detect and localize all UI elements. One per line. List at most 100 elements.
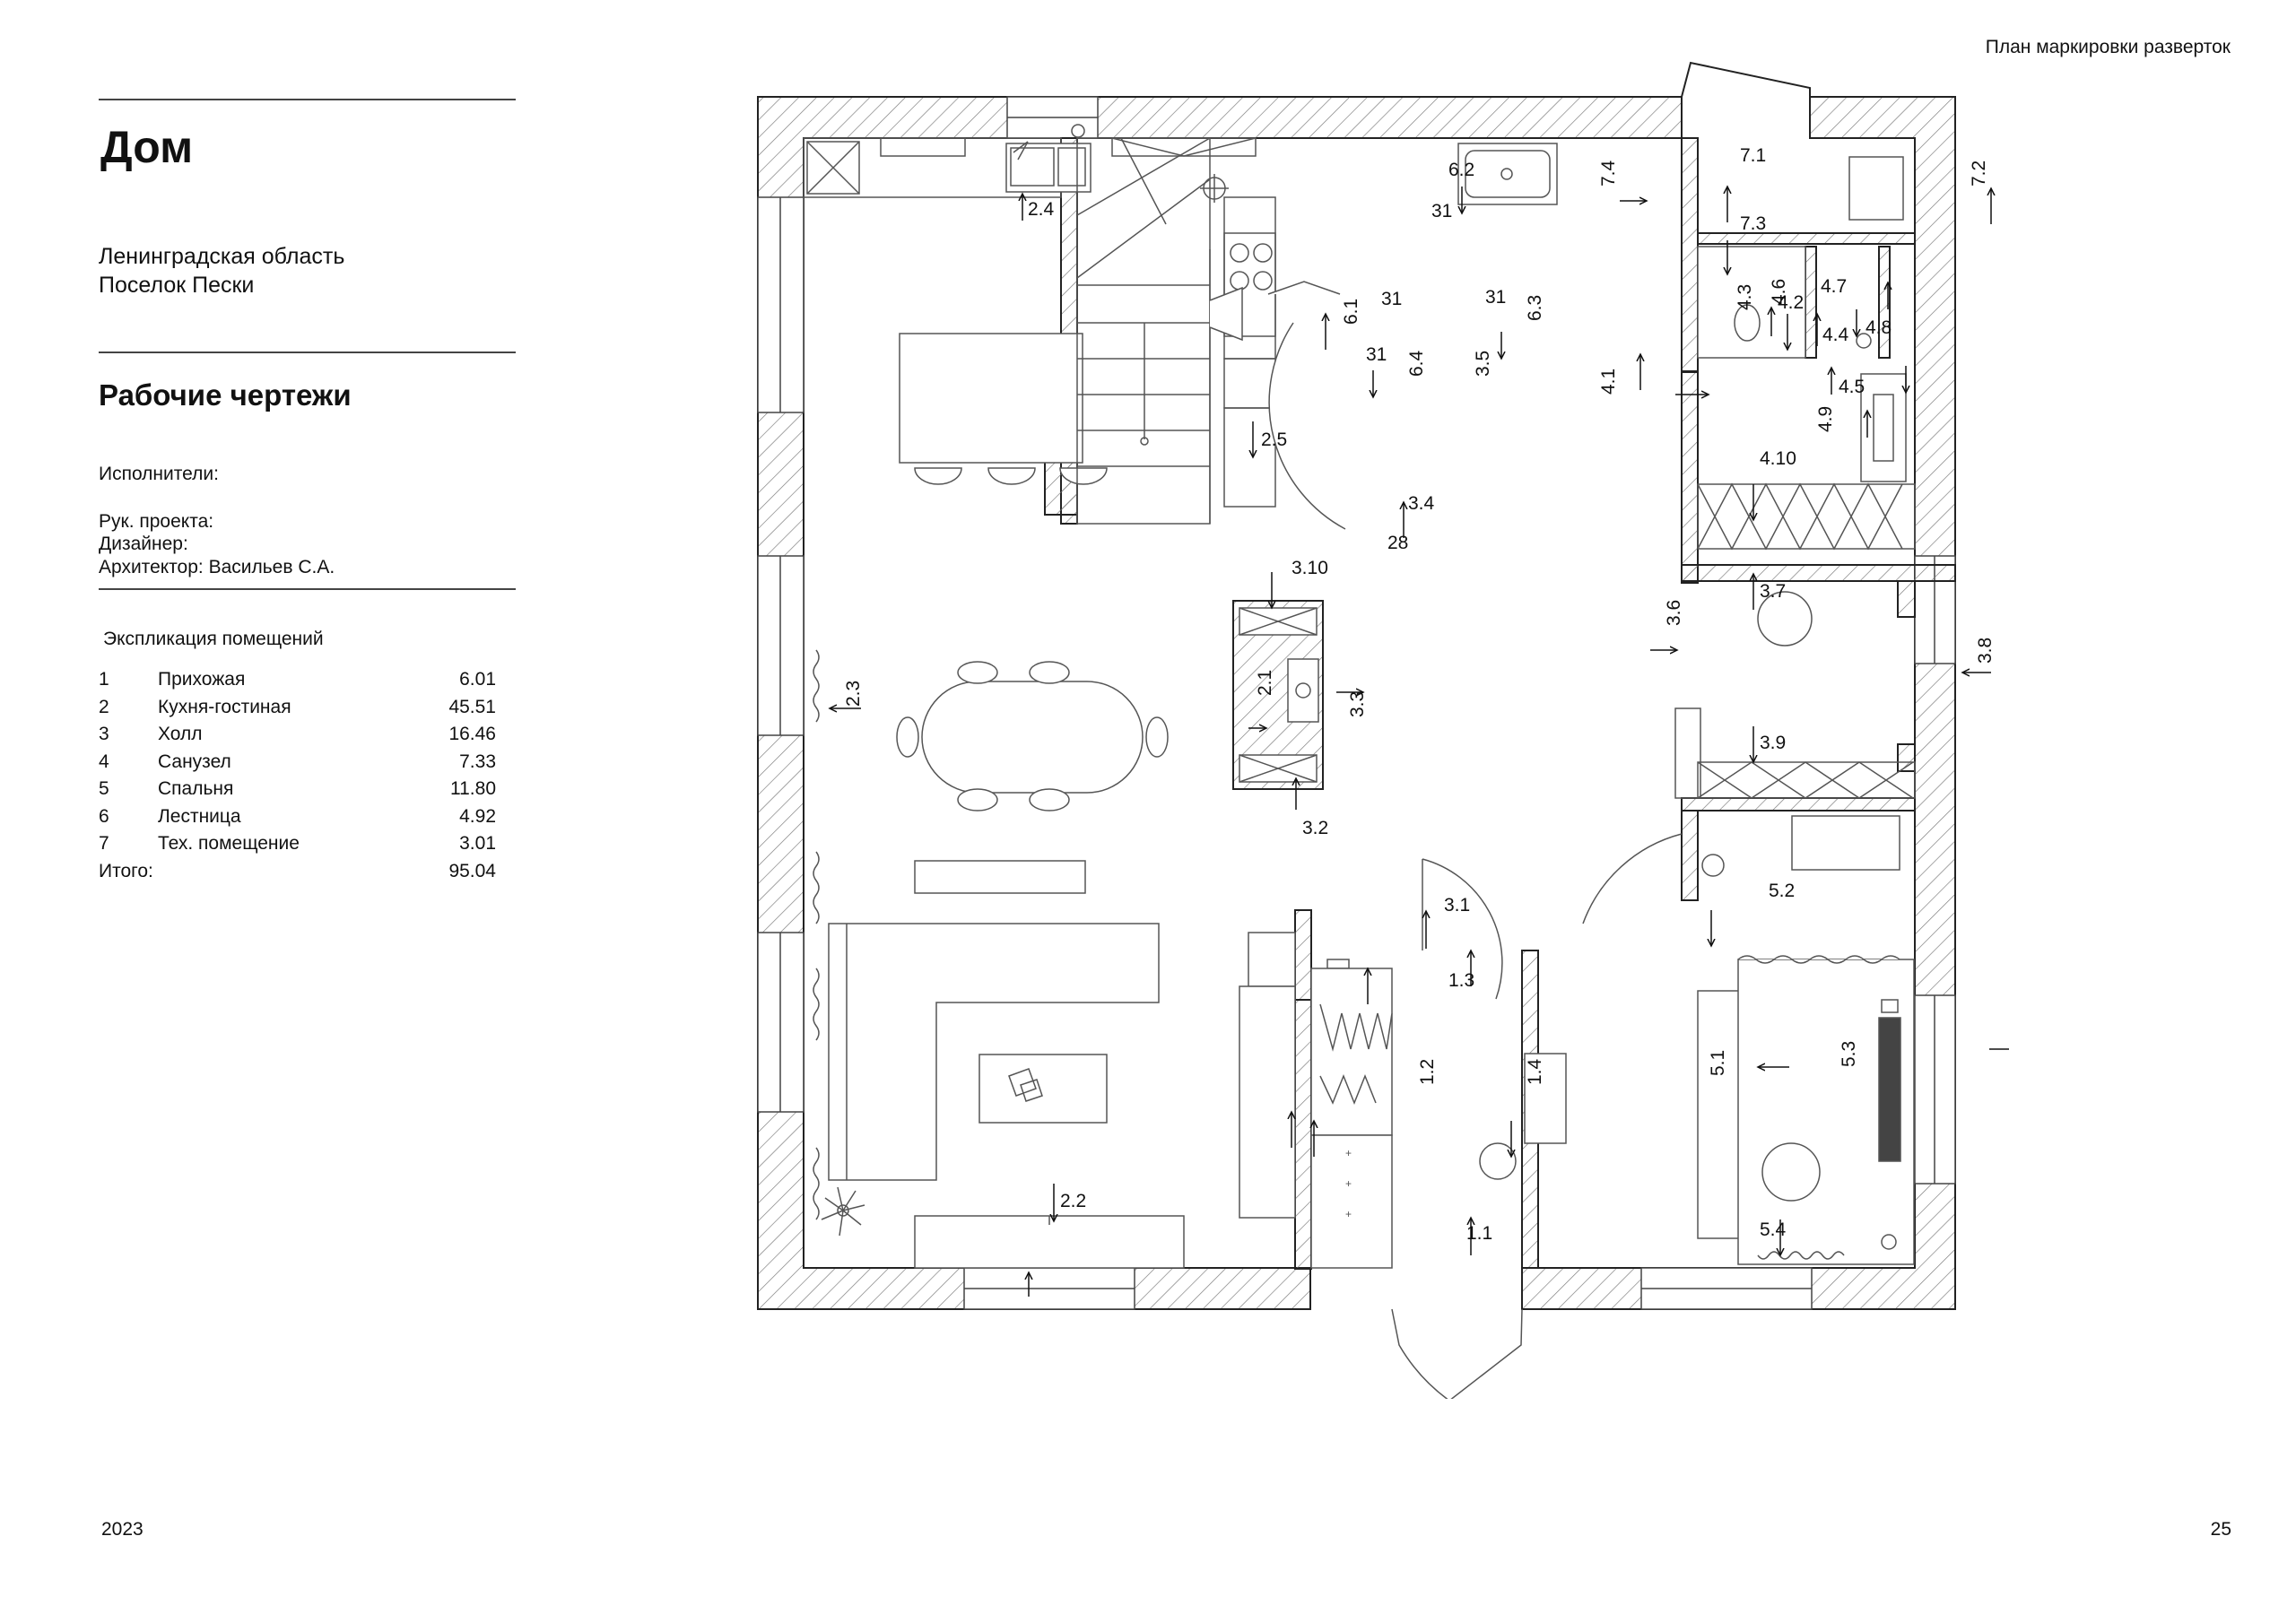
section-title: Рабочие чертежи xyxy=(99,378,352,412)
room-name: Прихожая xyxy=(158,669,246,690)
marker-2-2: 2.2 xyxy=(1060,1191,1086,1211)
explication-title: Экспликация помещений xyxy=(103,629,324,649)
lower-divider xyxy=(99,588,516,590)
room-number: 1 xyxy=(99,669,109,690)
marker-1-3: 1.3 xyxy=(1448,970,1474,991)
room-area: 6.01 xyxy=(459,669,496,690)
windows xyxy=(757,96,1956,1310)
marker-3-10: 3.10 xyxy=(1292,558,1328,578)
marker-2-4: 2.4 xyxy=(1028,199,1055,220)
marker-3-6: 3.6 xyxy=(1664,600,1684,626)
room-area: 3.01 xyxy=(459,833,496,854)
floor-plan: + + + xyxy=(757,61,2009,1399)
room-name: Санузел xyxy=(158,751,231,772)
marker-1-1: 1.1 xyxy=(1466,1223,1492,1244)
room-number: 6 xyxy=(99,805,109,827)
svg-text:+: + xyxy=(1345,1177,1352,1190)
bedroom-door xyxy=(1582,815,1900,924)
marker-4-4: 4.4 xyxy=(1822,325,1849,345)
marker-3-4: 3.4 xyxy=(1408,493,1435,514)
stair-label: 31 xyxy=(1485,287,1506,308)
stair-label: 31 xyxy=(1431,201,1452,221)
elevation-arrows xyxy=(830,187,2009,1297)
marker-4-5: 4.5 xyxy=(1839,377,1865,397)
marker-3-3: 3.3 xyxy=(1347,691,1368,717)
stair-label: 28 xyxy=(1387,533,1408,553)
marker-6-2: 6.2 xyxy=(1448,160,1474,180)
table-row: 1 Прихожая 6.01 xyxy=(99,669,496,697)
footer-year: 2023 xyxy=(101,1519,144,1540)
total-area: 95.04 xyxy=(448,860,496,881)
marker-5-2: 5.2 xyxy=(1769,881,1795,901)
table-row: 5 Спальня 11.80 xyxy=(99,778,496,806)
marker-6-3: 6.3 xyxy=(1525,295,1545,321)
marker-1-4: 1.4 xyxy=(1525,1058,1545,1085)
middle-divider xyxy=(99,352,516,353)
plant xyxy=(821,1186,865,1237)
designer-label: Дизайнер: xyxy=(99,534,188,554)
marker-5-1: 5.1 xyxy=(1708,1050,1728,1076)
storage-units xyxy=(1674,482,1916,799)
room-area: 16.46 xyxy=(448,724,496,744)
stair-labels: 31 31 31 31 28 xyxy=(1366,201,1506,553)
sheet-title: План маркировки разверток xyxy=(1985,37,2231,57)
architect-label: Архитектор: Васильев С.А. xyxy=(99,557,335,577)
stair-label: 31 xyxy=(1381,289,1402,309)
marker-3-5: 3.5 xyxy=(1473,351,1493,377)
marker-4-8: 4.8 xyxy=(1866,317,1892,338)
entrance-hall xyxy=(1391,858,1567,1399)
room-number: 4 xyxy=(99,751,109,772)
room-name: Холл xyxy=(158,724,203,744)
marker-5-3: 5.3 xyxy=(1839,1041,1859,1067)
page-number: 25 xyxy=(2210,1519,2231,1540)
curtains xyxy=(813,649,820,1220)
marker-7-1: 7.1 xyxy=(1740,145,1766,166)
marker-2-5: 2.5 xyxy=(1261,430,1287,450)
room-number: 7 xyxy=(99,833,109,854)
marker-3-9: 3.9 xyxy=(1760,733,1786,753)
marker-7-4: 7.4 xyxy=(1598,160,1619,187)
marker-4-10: 4.10 xyxy=(1760,448,1796,469)
room-area: 7.33 xyxy=(459,751,496,772)
executors-label: Исполнители: xyxy=(99,464,219,484)
marker-3-1: 3.1 xyxy=(1444,895,1470,916)
marker-6-1: 6.1 xyxy=(1341,299,1361,325)
dining-table xyxy=(896,661,1169,812)
staircase xyxy=(1076,137,1229,525)
marker-4-7: 4.7 xyxy=(1821,276,1847,297)
room-number: 5 xyxy=(99,778,109,799)
living-furniture xyxy=(828,860,1185,1269)
room-number: 2 xyxy=(99,696,109,717)
room-area: 11.80 xyxy=(450,778,496,799)
total-label: Итого: xyxy=(99,860,153,881)
location-settlement: Поселок Пески xyxy=(99,273,255,298)
marker-4-2: 4.2 xyxy=(1778,292,1804,313)
hall-wardrobe xyxy=(1239,932,1393,1269)
elevation-labels: 1.1 1.2 1.3 1.4 2.1 2.2 2.3 2.4 2.5 3.1 … xyxy=(843,145,1996,1244)
marker-2-1: 2.1 xyxy=(1255,670,1275,696)
table-total-row: Итого: 95.04 xyxy=(99,861,496,889)
room-name: Кухня-гостиная xyxy=(158,696,291,717)
marker-3-7: 3.7 xyxy=(1760,581,1786,602)
room-area: 4.92 xyxy=(459,805,496,827)
marker-7-3: 7.3 xyxy=(1740,213,1766,234)
stair-label: 31 xyxy=(1366,344,1387,365)
marker-6-4: 6.4 xyxy=(1406,350,1427,377)
room-name: Спальня xyxy=(158,778,234,799)
marker-4-6: 4.6 xyxy=(1769,279,1789,305)
marker-4-9: 4.9 xyxy=(1815,406,1836,432)
marker-1-2: 1.2 xyxy=(1417,1059,1438,1085)
tech-room-bay xyxy=(1681,61,1811,98)
table-row: 4 Санузел 7.33 xyxy=(99,751,496,779)
svg-text:+: + xyxy=(1345,1147,1352,1159)
kitchen-island xyxy=(899,333,1108,485)
hall-sockets: + + + xyxy=(1345,1147,1352,1220)
marker-2-3: 2.3 xyxy=(843,681,864,707)
project-lead-label: Рук. проекта: xyxy=(99,511,214,532)
marker-4-1: 4.1 xyxy=(1598,369,1619,395)
room-name: Тех. помещение xyxy=(158,833,300,854)
bath-fixtures xyxy=(1209,143,1907,530)
svg-text:+: + xyxy=(1345,1208,1352,1220)
